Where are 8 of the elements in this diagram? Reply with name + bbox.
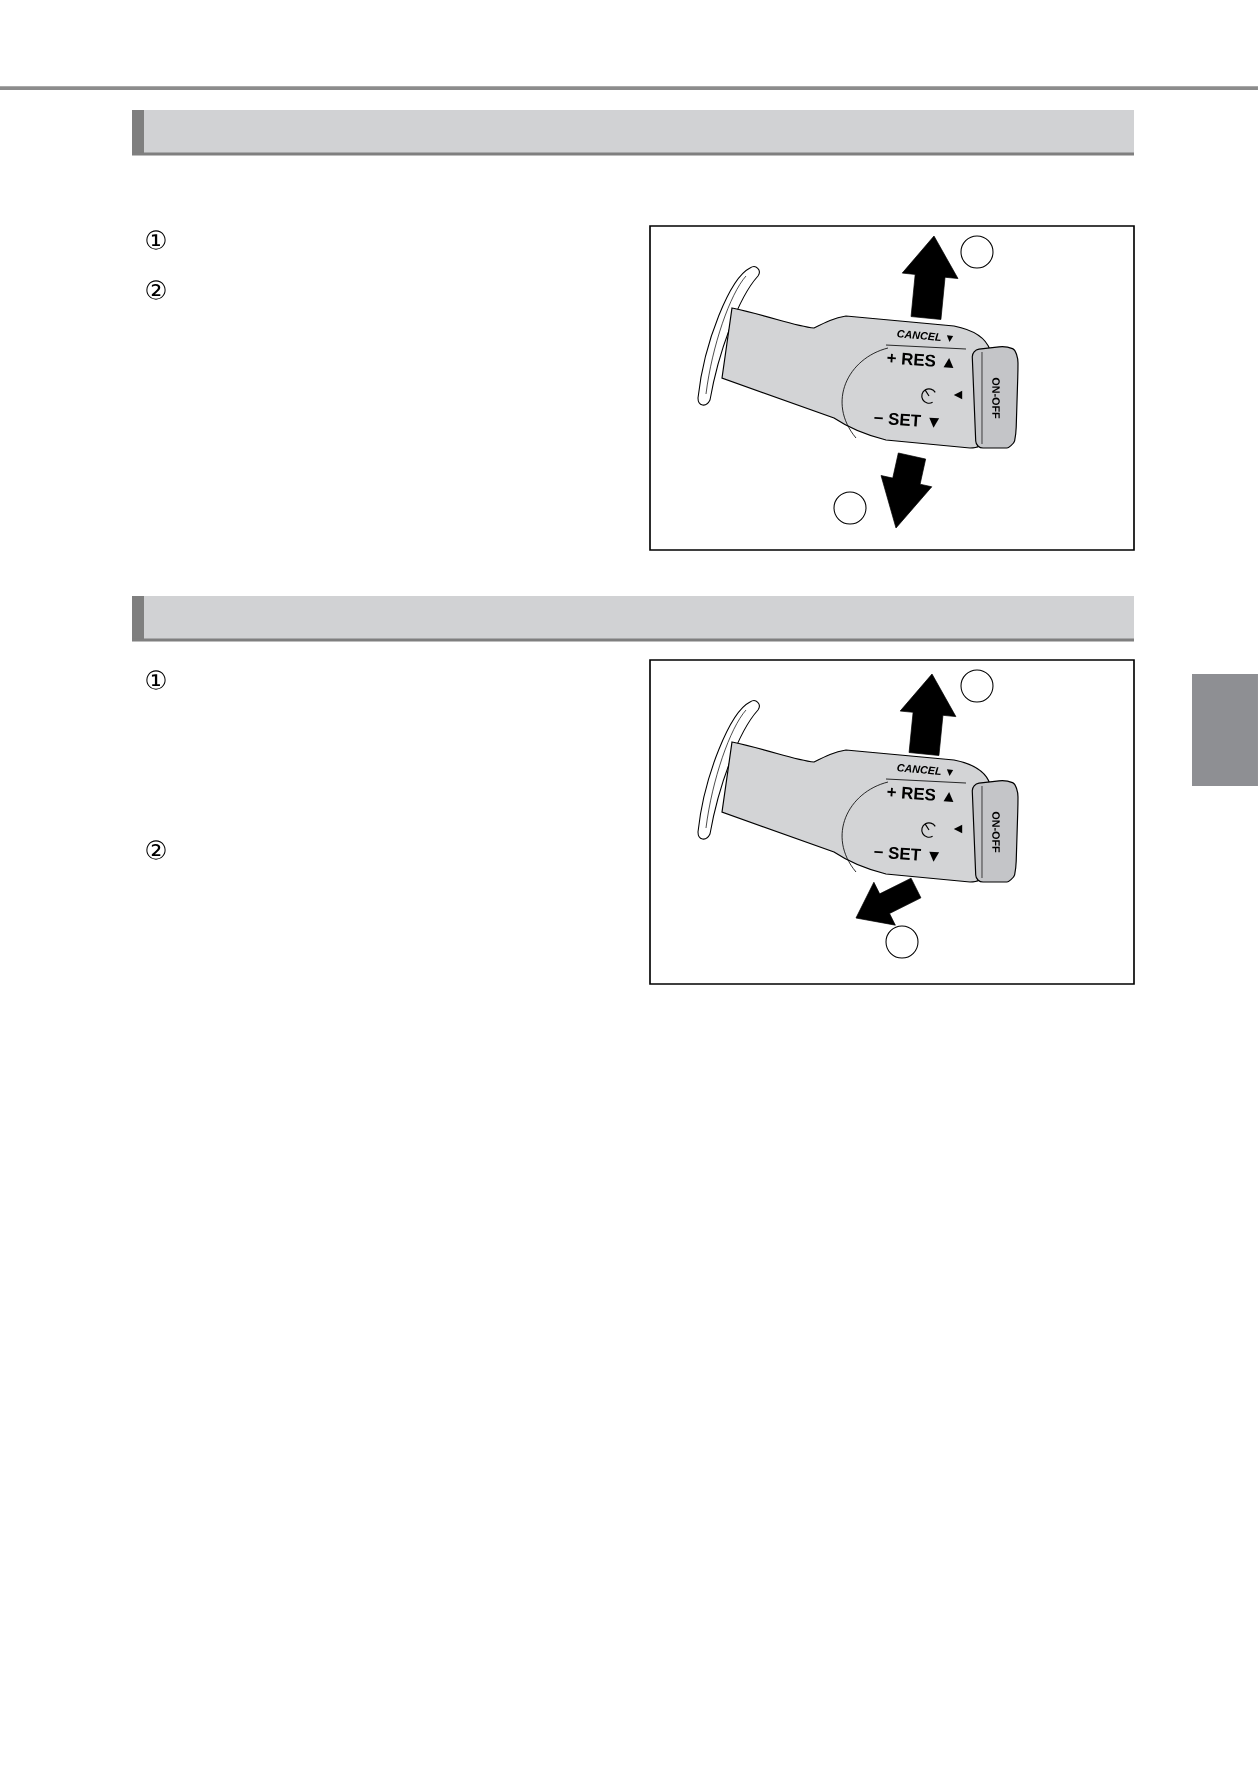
callout-number: ① [146, 670, 166, 690]
callout-number: ② [146, 280, 166, 300]
switch-label: − SET ▼ [874, 847, 940, 862]
switch-label: + RES ▲ [887, 786, 954, 802]
switch-label: + RES ▲ [887, 352, 954, 368]
callout-number: ① [146, 230, 166, 250]
callout-number: ② [146, 840, 166, 860]
switch-label: − SET ▼ [874, 413, 940, 428]
